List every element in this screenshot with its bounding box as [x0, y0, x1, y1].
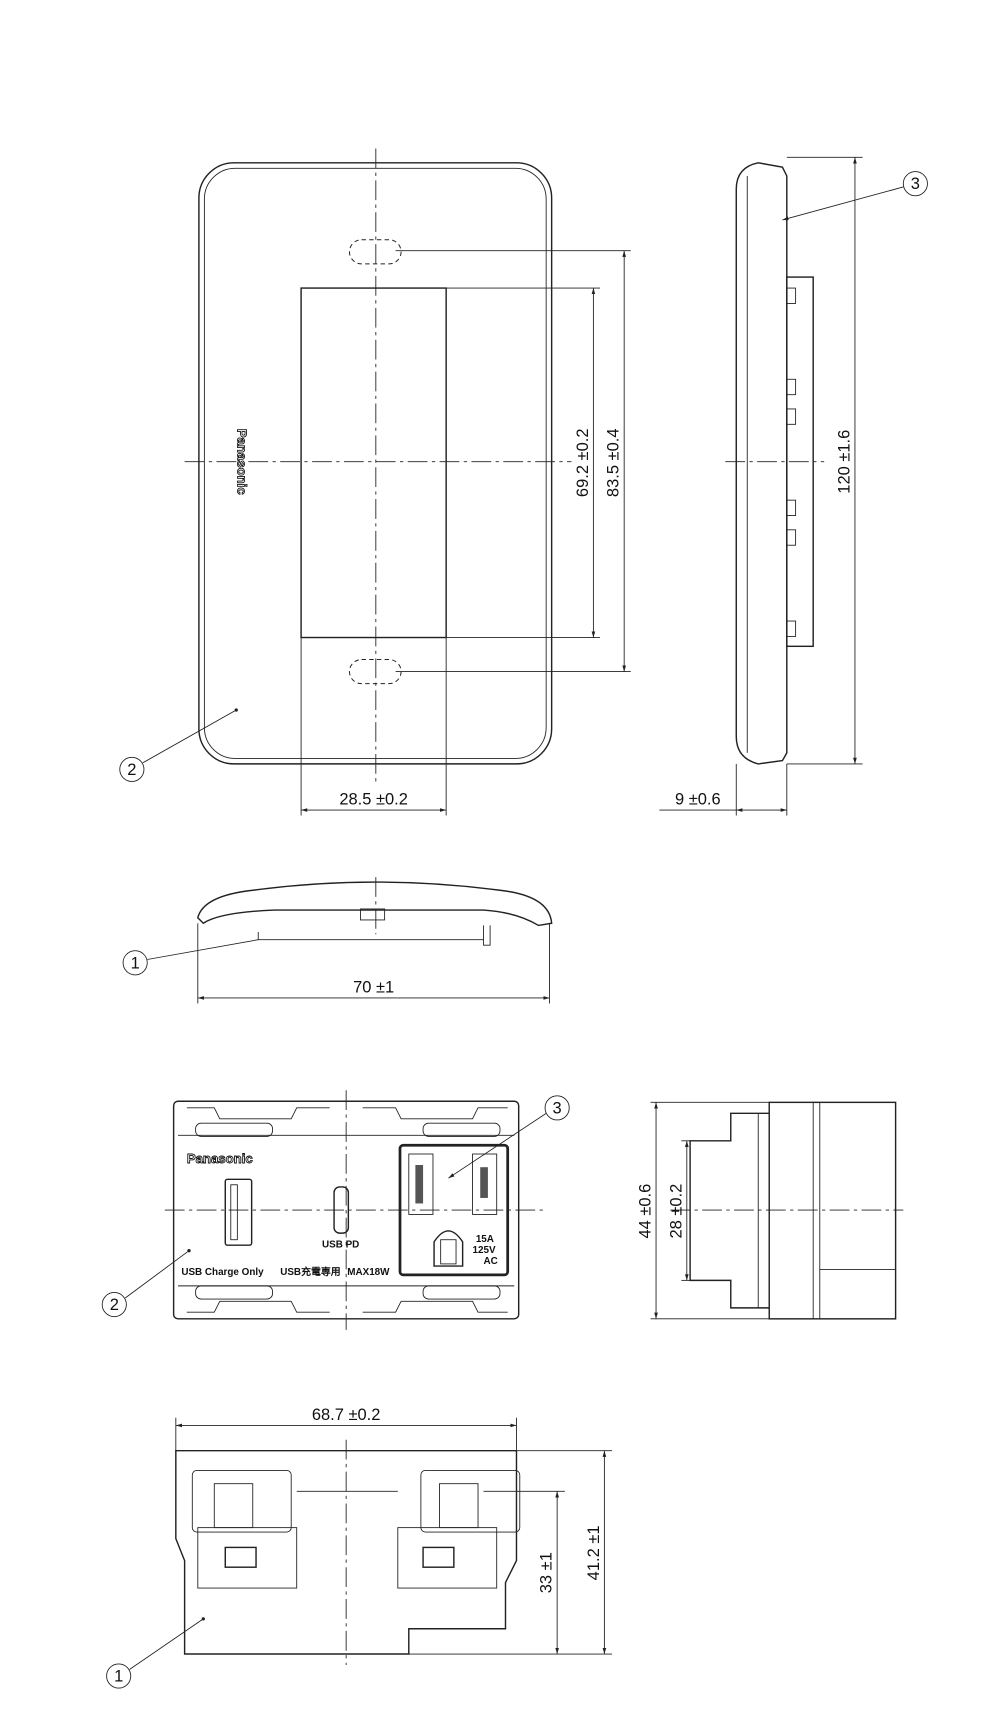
dim-plate-depth: 9 ±0.6 [675, 791, 721, 809]
module-bottom-view: 68.7 ±0.2 33 ±1 41.2 ±1 1 [106, 1406, 613, 1689]
dim-plate-height: 120 ±1.6 [835, 430, 853, 494]
usb-c-port [333, 1186, 350, 1234]
usb-pd-label: USB PD [322, 1239, 359, 1250]
callout-2-module: 2 [110, 1296, 119, 1314]
svg-text:2: 2 [127, 761, 136, 779]
rating-amps: 15A [476, 1234, 494, 1245]
dim-opening-height: 69.2 ±0.2 [574, 429, 592, 498]
dim-plate-width: 70 ±1 [353, 978, 394, 996]
dim-module-depth-inner: 33 ±1 [538, 1552, 556, 1593]
callout-1-module: 1 [114, 1667, 123, 1685]
dim-module-inner-height: 28 ±0.2 [667, 1184, 685, 1239]
dim-module-depth-outer: 41.2 ±1 [585, 1525, 603, 1580]
module-front-view: Panasonic USB PD USB Charge Only USB充電専用… [101, 1090, 570, 1330]
callout-3-plate: 3 [911, 175, 920, 193]
charge-label: USB Charge Only [181, 1267, 264, 1278]
rating-ac: AC [484, 1256, 498, 1267]
callout-1-plate: 1 [131, 954, 140, 972]
plate-bottom-view: 70 ±1 1 [122, 877, 553, 1004]
plate-brand-logo: Panasonic [234, 429, 249, 495]
dim-module-width: 68.7 ±0.2 [312, 1406, 381, 1424]
rating-volts: 125V [473, 1245, 496, 1256]
max-label: MAX18W [347, 1267, 390, 1278]
dim-screw-pitch: 83.5 ±0.4 [605, 429, 623, 498]
module-side-view: 44 ±0.6 28 ±0.2 [637, 1101, 904, 1320]
plate-side-view: 120 ±1.6 9 ±0.6 3 [659, 156, 928, 816]
plate-front-view: Panasonic 69.2 ±0.2 83.5 ±0.4 28.5 ±0.2 [184, 148, 631, 816]
usb-a-port [224, 1178, 253, 1246]
callout-3-module: 3 [553, 1099, 562, 1117]
charge-label-jp: USB充電専用 [280, 1265, 340, 1278]
module-brand-logo: Panasonic [187, 1151, 253, 1166]
dim-module-outer-height: 44 ±0.6 [637, 1184, 655, 1239]
ac-outlet [398, 1143, 510, 1277]
callout-2-plate: 2 [119, 708, 238, 782]
dim-opening-width: 28.5 ±0.2 [339, 791, 408, 809]
